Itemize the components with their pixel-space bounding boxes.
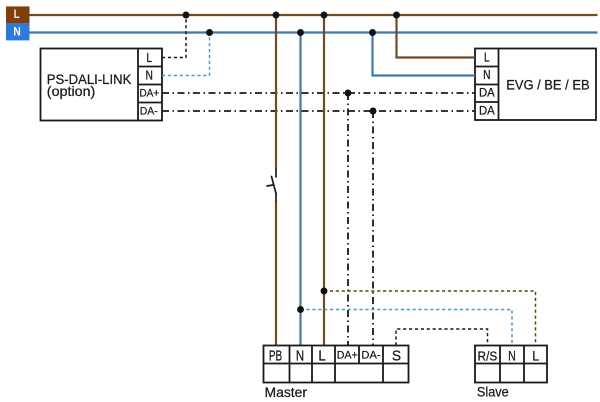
svg-text:L: L [318,348,326,364]
svg-text:PB: PB [269,348,282,364]
svg-text:N: N [508,348,516,364]
svg-text:N: N [483,69,490,82]
svg-text:PS-DALI-LINK: PS-DALI-LINK [47,72,132,87]
svg-text:L: L [532,348,539,364]
svg-text:(option): (option) [47,83,96,99]
svg-text:N: N [296,347,304,364]
svg-text:DA-: DA- [140,105,158,117]
svg-text:N: N [145,70,152,83]
svg-text:L: L [14,8,20,21]
svg-text:R/S: R/S [478,349,498,364]
svg-text:EVG / BE / EB: EVG / BE / EB [506,77,589,93]
svg-text:DA: DA [479,86,495,99]
svg-text:N: N [13,26,20,39]
svg-text:DA: DA [479,104,495,117]
svg-text:Slave: Slave [477,384,509,400]
svg-text:L: L [484,51,490,64]
svg-text:DA+: DA+ [139,87,159,100]
svg-text:L: L [146,52,152,65]
svg-text:DA+: DA+ [337,349,358,361]
svg-text:DA-: DA- [361,350,380,362]
svg-text:S: S [392,347,401,363]
svg-text:Master: Master [265,384,308,400]
